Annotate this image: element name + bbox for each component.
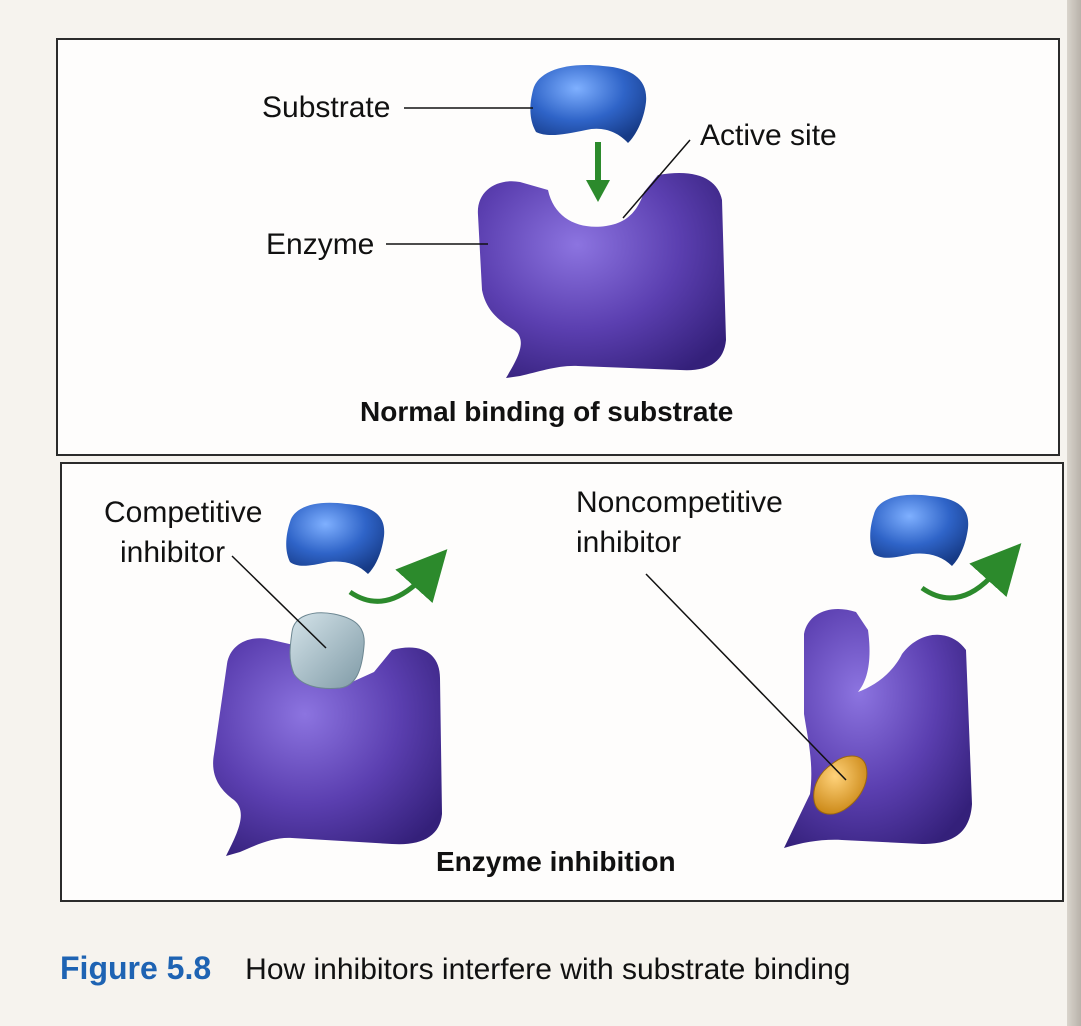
normal-binding-caption: Normal binding of substrate [360, 396, 734, 427]
active-site-label: Active site [700, 119, 837, 152]
enzyme-inhibition-panel: Competitive inhibitor Noncompetitive inh… [60, 462, 1064, 902]
enzyme-shape [477, 172, 726, 378]
normal-binding-panel: Substrate Active site Enzyme Normal bind… [56, 38, 1060, 456]
noncompetitive-inhibitor-label-line2: inhibitor [576, 526, 682, 559]
enzyme-inhibition-caption: Enzyme inhibition [436, 846, 676, 877]
enzyme-inhibition-diagram [213, 494, 1022, 856]
noncompetitive-inhibitor-shape [813, 755, 868, 815]
active-site-leader-line [622, 139, 691, 219]
blocked-arrow-competitive [348, 549, 448, 604]
normal-binding-diagram [386, 65, 726, 378]
enzyme-shape-competitive [213, 638, 442, 856]
substrate-label: Substrate [262, 91, 391, 124]
page-edge [1067, 0, 1081, 1026]
competitive-inhibitor-label-line2: inhibitor [120, 536, 226, 569]
competitive-inhibitor-leader-line [231, 555, 327, 649]
figure-number: Figure 5.8 [60, 950, 212, 986]
enzyme-label: Enzyme [266, 228, 375, 261]
figure-title: How inhibitors interfere with substrate … [245, 953, 851, 986]
substrate-shape-competitive [286, 502, 385, 574]
noncompetitive-inhibitor-leader-line [645, 573, 847, 781]
binding-arrow-head [586, 180, 610, 202]
substrate-shape-noncompetitive [870, 494, 969, 566]
blocked-arrow-noncompetitive [920, 543, 1022, 601]
competitive-inhibitor-label-line1: Competitive [104, 496, 263, 529]
figure-caption: Figure 5.8 How inhibitors interfere with … [60, 950, 850, 987]
enzyme-shape-noncompetitive [784, 608, 972, 848]
noncompetitive-inhibitor-label-line1: Noncompetitive [576, 486, 783, 519]
substrate-shape [530, 65, 647, 143]
